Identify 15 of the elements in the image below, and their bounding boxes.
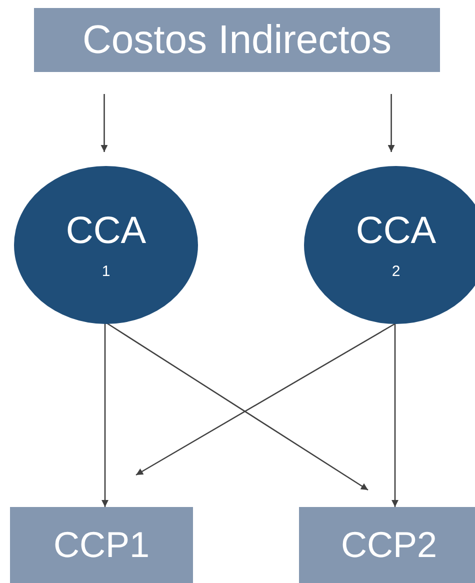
node-label: CCA — [66, 210, 146, 254]
node-label: CCA — [356, 210, 436, 254]
node-label: Costos Indirectos — [82, 17, 392, 63]
node-number: 1 — [102, 263, 110, 280]
arrow — [100, 94, 108, 152]
arrow — [102, 322, 108, 507]
arrow — [104, 321, 368, 491]
node-label: CCP1 — [53, 524, 150, 566]
product-cost-box — [299, 507, 475, 583]
product-cost-box — [10, 507, 193, 583]
node-label: CCP2 — [340, 524, 438, 566]
arrow — [392, 322, 398, 507]
cost-box — [34, 8, 440, 72]
node-number: 2 — [392, 263, 400, 280]
arrow — [388, 94, 395, 152]
